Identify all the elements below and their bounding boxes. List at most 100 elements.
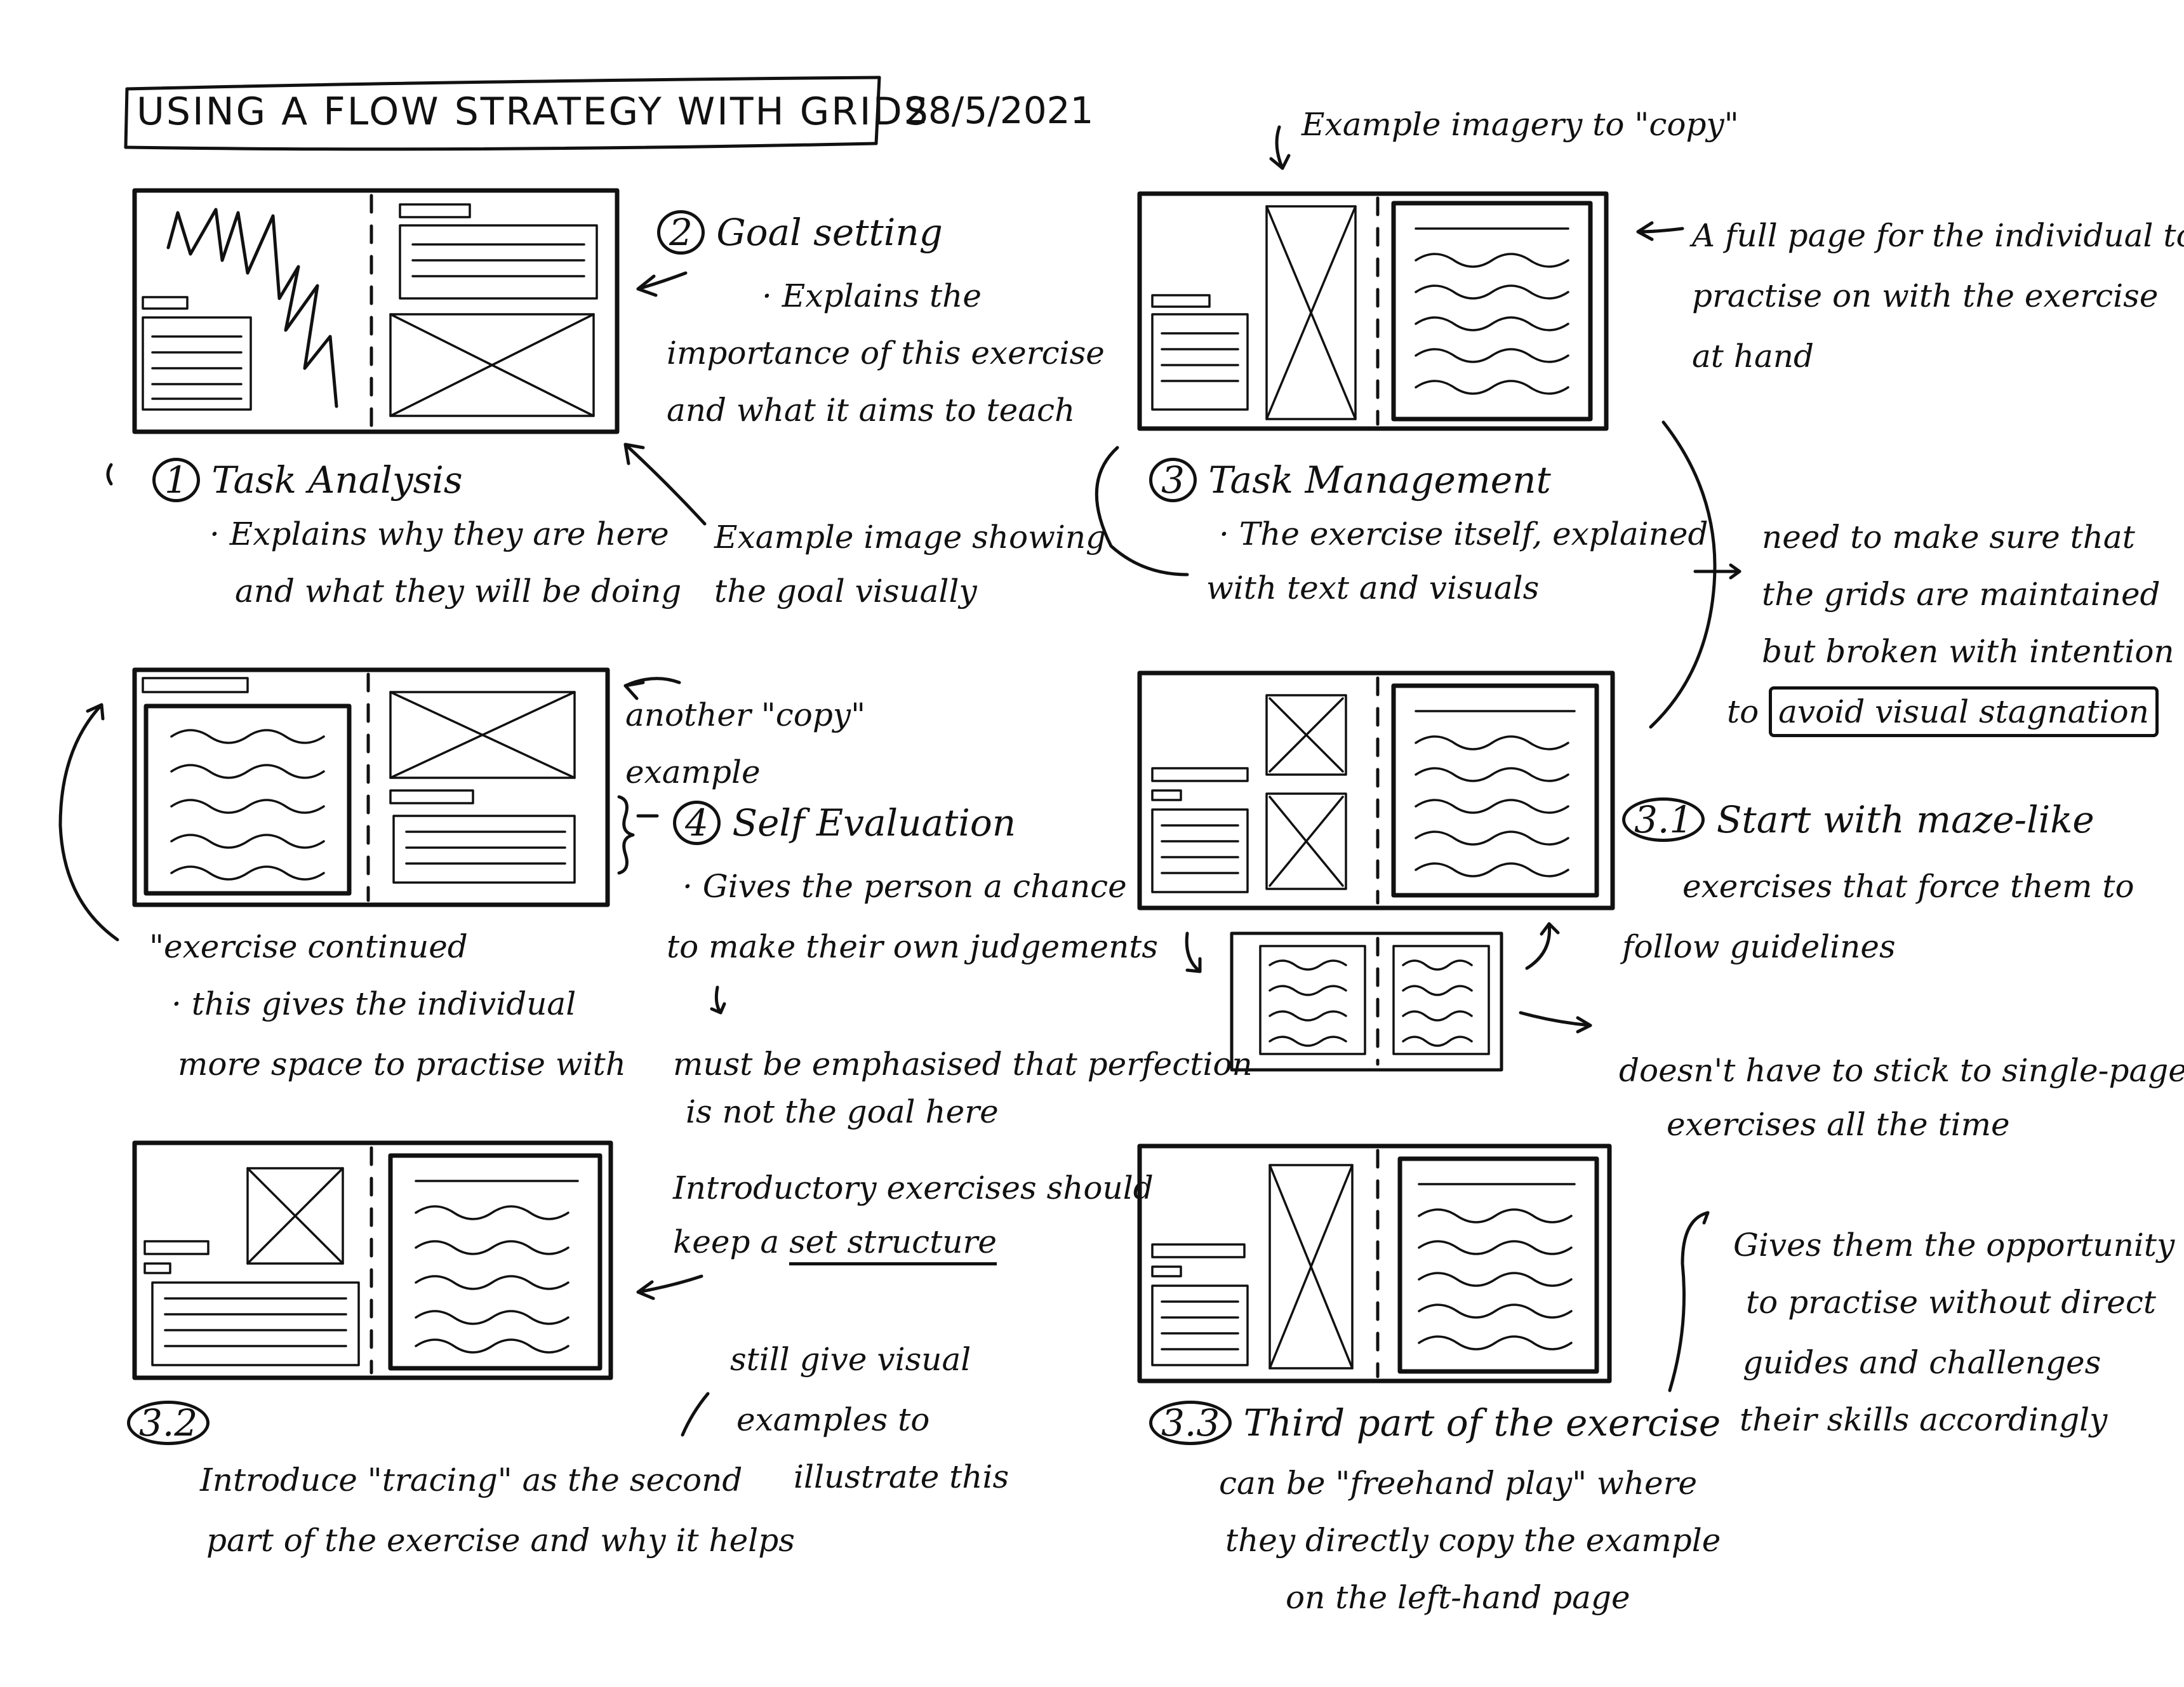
spread-tracing [132,1140,613,1380]
note-tracing-number: 3.2 [127,1394,210,1452]
arrow-single-page [1519,1011,1592,1027]
image-placeholder [246,1167,344,1265]
note-line: Introductory exercises should [673,1170,1154,1206]
note-line: to make their own judgements [667,928,1159,965]
spread-maze-like [1137,670,1615,910]
title-frame [124,76,881,151]
note-line: part of the exercise and why it helps [206,1522,795,1559]
note-line: follow guidelines [1622,928,1896,965]
note-line: they directly copy the example [1225,1522,1721,1559]
note-line: · The exercise itself, explained [1219,516,1708,552]
note-line: their skills accordingly [1740,1401,2108,1438]
note-line: "exercise continued [149,928,468,965]
arrow-perfection [714,985,722,1015]
note-freehand: 3.3 Third part of the exercise [1149,1394,1721,1452]
note-line: exercises that force them to [1682,868,2134,905]
step-number: 1 [152,458,200,502]
step-heading: Task Analysis [211,458,463,502]
bracket-grids [1649,420,1717,729]
note-line: example [625,754,761,790]
scribble-illustration [166,208,338,408]
step-number: 4 [673,801,721,845]
arrow-example-imagery [1275,125,1284,170]
step-heading: Goal setting [716,211,943,254]
note-line: Start with maze-like [1716,798,2094,841]
note-line: but broken with intention [1762,633,2174,670]
arrow-mini-left [1185,931,1202,973]
note-line: Gives them the opportunity [1733,1227,2175,1264]
note-line: more space to practise with [178,1046,626,1083]
arrow-example-image [623,443,707,526]
note-prefix: keep a [673,1224,780,1260]
note-line: guides and challenges [1743,1344,2101,1381]
arrow-still-give [681,1392,710,1437]
step-number: 2 [657,210,705,255]
spread-task-management [1137,191,1609,431]
bracket-exercise-continued [58,703,119,942]
image-placeholder [1265,205,1357,420]
note-goal-setting: 2 Goal setting [657,203,943,262]
note-line: to practise without direct [1746,1284,2156,1321]
step-number: 3.2 [127,1401,210,1445]
note-line: · Gives the person a chance [682,868,1127,905]
note-line: practise on with the exercise [1692,277,2159,314]
note-line: · this gives the individual [171,985,576,1022]
step-heading: Self Evaluation [732,801,1016,844]
note-line: can be "freehand play" where [1219,1465,1698,1502]
note-line: doesn't have to stick to single-page [1619,1052,2184,1089]
image-placeholder [389,313,595,417]
image-placeholder [1268,1164,1354,1370]
note-line: and what they will be doing [235,573,682,610]
note-prefix: to [1727,693,1759,730]
note-line: exercises all the time [1667,1106,2010,1143]
spread-self-evaluation [132,667,610,907]
connectors [58,125,1741,1437]
note-line: with text and visuals [1206,570,1540,606]
note-line: A full page for the individual to [1692,217,2184,254]
bracket-self-evaluation [617,795,635,875]
spread-task-analysis [132,188,620,434]
note-line: at hand [1692,338,1814,375]
note-line: and what it aims to teach [667,392,1075,429]
note-line: Third part of the exercise [1243,1401,1721,1444]
note-line: need to make sure that [1762,519,2135,556]
note-line: Example image showing [714,519,1107,556]
step-number: 3.1 [1622,797,1705,842]
page-date: 28/5/2021 [905,89,1094,132]
note-line: the goal visually [714,573,977,610]
arrow-goal-setting [636,271,688,291]
note-self-evaluation: 4 Self Evaluation [673,794,1016,852]
spread-freehand [1137,1144,1612,1384]
arrow-mini-right [1525,922,1552,970]
note-line: Introduce "tracing" as the second [200,1462,743,1498]
image-placeholder [389,691,576,779]
spread-mini-double [1230,931,1503,1072]
note-line: still give visual [730,1341,971,1378]
note-line: another "copy" [625,697,866,733]
boxed-phrase: avoid visual stagnation [1769,686,2159,737]
note-line: on the left-hand page [1286,1579,1630,1616]
step-heading: Task Management [1208,458,1551,502]
note-task-analysis: 1 Task Analysis [152,451,463,509]
step-number: 3 [1149,458,1197,502]
note-line: is not the goal here [686,1093,999,1130]
note-line: must be emphasised that perfection [673,1046,1253,1083]
bracket-opportunity [1668,1211,1710,1392]
page-title: USING A FLOW STRATEGY WITH GRIDS [136,90,930,134]
note-line: importance of this exercise [667,335,1105,371]
bracket-task-management [1095,446,1189,577]
note-line: Example imagery to "copy" [1302,106,1739,143]
note-grids-boxed-line: to avoid visual stagnation [1727,683,2159,741]
note-line: illustrate this [794,1458,1009,1495]
step-number: 3.3 [1149,1401,1232,1445]
arrow-full-page [1636,227,1684,234]
note-line: examples to [736,1401,930,1438]
note-line: · Explains the [762,277,982,314]
note-line: the grids are maintained [1762,576,2161,613]
arrow-introductory [636,1274,703,1294]
note-task-management: 3 Task Management [1149,451,1551,509]
note-introductory-structure: keep a set structure [673,1213,997,1271]
note-maze-like: 3.1 Start with maze-like [1622,790,2094,849]
underlined-phrase: set structure [789,1222,997,1265]
